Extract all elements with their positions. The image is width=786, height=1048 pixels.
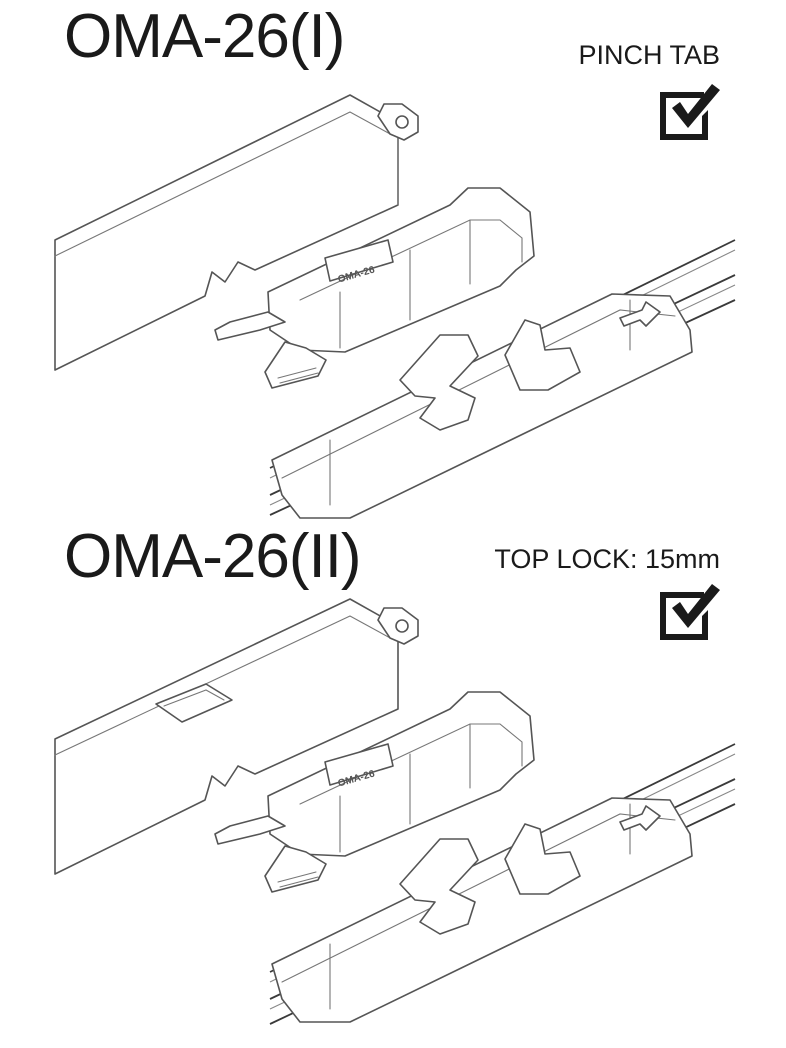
adapter-clip-drawing: OMA-26 (214, 691, 535, 893)
wiper-arm-drawing (54, 598, 419, 875)
wiper-blade-drawing (269, 743, 736, 1025)
feature-label: TOP LOCK: 15mm (494, 544, 720, 574)
checked-box-icon (660, 584, 720, 640)
model-title: OMA-26(II) (64, 522, 362, 591)
model-title: OMA-26(I) (64, 2, 345, 71)
checked-box-icon (660, 84, 720, 140)
wiper-adapter-diagram-ii: OMA-26 (54, 598, 736, 1025)
feature-label: PINCH TAB (578, 40, 720, 70)
section-oma-26-ii: OMA-26 OMA-26(II) TOP LOCK: 15mm (0, 524, 786, 1048)
wiper-adapter-diagram-i: OMA-26 (54, 94, 736, 519)
adapter-clip-drawing: OMA-26 (214, 187, 535, 389)
section-oma-26-i: OMA-26 OMA-26(I) PINCH TAB (54, 2, 736, 519)
wiper-blade-drawing (269, 239, 736, 519)
wiper-arm-drawing (54, 94, 419, 371)
